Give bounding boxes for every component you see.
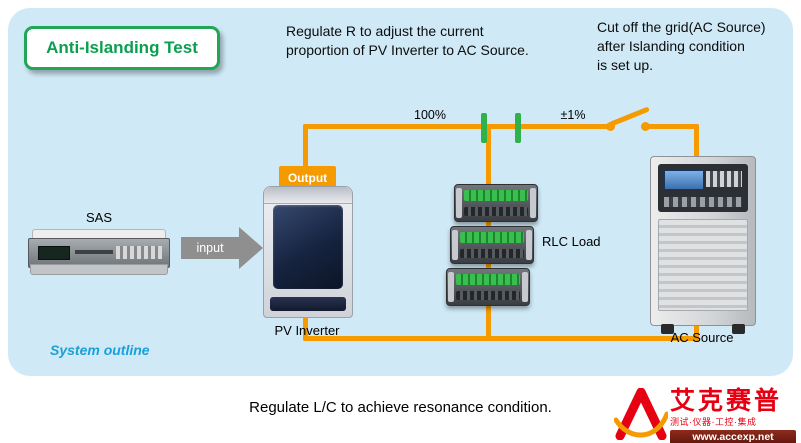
ac-wheel-icon (661, 324, 674, 334)
rlc-terminal-strip (464, 190, 528, 201)
wire-pv-output-drop (303, 124, 308, 170)
logo-a-icon (613, 387, 670, 441)
pv-inverter-top (264, 187, 352, 204)
rlc-slots (456, 291, 520, 300)
rlc-end-cap (522, 272, 528, 302)
ac-button-row (664, 197, 742, 207)
note-cutoff-line2: after Islanding condition (597, 38, 745, 54)
note-regulate-r-line2: proportion of PV Inverter to AC Source. (286, 42, 529, 58)
input-arrow: input (181, 237, 239, 259)
output-label: Output (287, 170, 328, 185)
sas-vent-slot (75, 250, 113, 254)
note-cutoff-line3: is set up. (597, 57, 654, 73)
rlc-module (450, 226, 534, 264)
brand-logo: 艾克赛普 测试·仪器·工控·集成 www.accexp.net (613, 387, 796, 443)
rlc-slots (460, 249, 524, 258)
rlc-slots (464, 207, 528, 216)
ratio-tolerance-label: ±1% (560, 108, 586, 122)
title-box: Anti-Islanding Test (24, 26, 220, 70)
pv-inverter-base (270, 297, 346, 311)
input-label: input (196, 241, 224, 255)
probe-marker-100-icon (481, 113, 487, 143)
ac-display (664, 170, 704, 190)
rlc-end-cap (456, 188, 462, 218)
wire-bottom-run (303, 336, 699, 341)
logo-text-block: 艾克赛普 测试·仪器·工控·集成 www.accexp.net (670, 388, 796, 443)
switch-contact-right-icon (641, 122, 650, 131)
ratio-100-label: 100% (414, 108, 446, 122)
input-arrow-head-icon (239, 227, 263, 269)
probe-marker-tolerance-icon (515, 113, 521, 143)
brand-tagline: 测试·仪器·工控·集成 (670, 417, 757, 427)
pv-inverter-label: PV Inverter (274, 323, 340, 338)
switch-contact-left-icon (606, 122, 615, 131)
note-cutoff: Cut off the grid(AC Source) after Island… (597, 18, 766, 75)
rlc-terminal-strip (460, 232, 524, 243)
wire-top-run-right (646, 124, 699, 129)
ac-control-panel (658, 164, 748, 212)
sas-buttons (116, 246, 162, 259)
ac-source-label: AC Source (670, 330, 734, 345)
ac-wheel-icon (732, 324, 745, 334)
rlc-end-cap (526, 230, 532, 260)
wire-pv-bottom-drop (303, 310, 308, 341)
pv-inverter-front-plate (273, 205, 343, 289)
note-cutoff-line1: Cut off the grid(AC Source) (597, 19, 766, 35)
pv-inverter-device (263, 186, 353, 318)
rlc-load-stack (446, 184, 538, 310)
rlc-end-cap (530, 188, 536, 218)
ac-keypad (706, 171, 742, 187)
wire-top-run-left (303, 124, 614, 129)
rlc-end-cap (448, 272, 454, 302)
wire-ac-drop (694, 124, 699, 172)
sas-base (30, 264, 168, 275)
sas-device (28, 229, 170, 275)
output-tag: Output (279, 166, 336, 189)
page-title: Anti-Islanding Test (46, 38, 198, 57)
brand-name: 艾克赛普 (670, 387, 783, 415)
wire-ac-riser (694, 312, 699, 341)
note-regulate-r-line1: Regulate R to adjust the current (286, 23, 484, 39)
system-outline-caption: System outline (50, 342, 150, 358)
rlc-terminal-strip (456, 274, 520, 285)
brand-url: www.accexp.net (670, 430, 796, 443)
rlc-load-label: RLC Load (542, 234, 601, 249)
footer-note: Regulate L/C to achieve resonance condit… (249, 399, 552, 416)
sas-display (38, 246, 70, 260)
rlc-module (446, 268, 530, 306)
note-regulate-r: Regulate R to adjust the current proport… (286, 22, 529, 60)
ac-source-cabinet (650, 156, 756, 334)
rlc-module (454, 184, 538, 222)
sas-label: SAS (85, 210, 112, 225)
rlc-end-cap (452, 230, 458, 260)
ac-vent-grille (658, 219, 748, 311)
